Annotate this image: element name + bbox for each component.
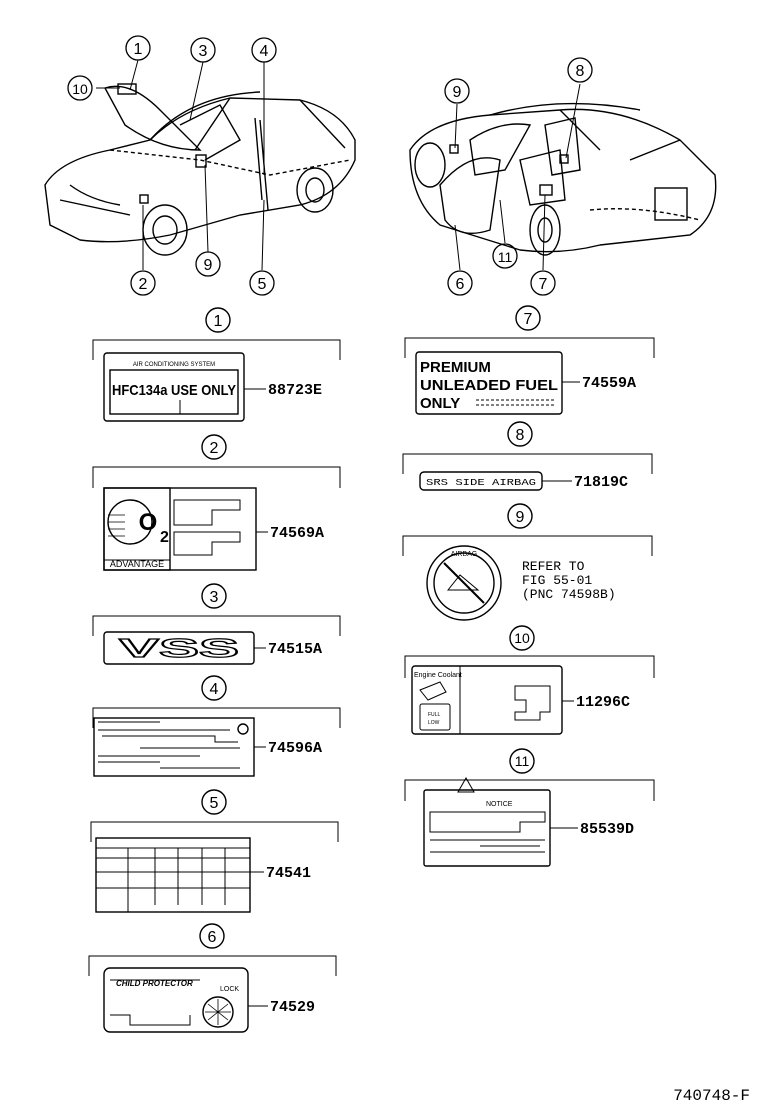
- srs-side-airbag-text: SRS SIDE AIRBAG: [426, 478, 536, 488]
- callout-10-top: [67, 75, 93, 101]
- part-number-74569a: 74569A: [270, 525, 324, 542]
- child-protector-text: CHILD PROTECTOR: [116, 979, 193, 988]
- part-number-85539d: 85539D: [580, 821, 634, 838]
- callout-1-top: [125, 35, 151, 61]
- callout-2-top: [130, 270, 156, 296]
- label-group-8: [402, 421, 653, 491]
- vss-text: VSS: [119, 633, 239, 663]
- hfc134a-text: HFC134a USE ONLY: [112, 382, 236, 399]
- part-number-74515a: 74515A: [268, 641, 322, 658]
- callout-6: 6: [208, 929, 217, 946]
- engine-coolant-text: Engine Coolant: [414, 672, 462, 679]
- callout-3: 3: [210, 589, 219, 606]
- front-car-illustration: [44, 83, 356, 256]
- part-number-74541: 74541: [266, 865, 311, 882]
- callout-9-top: [195, 251, 221, 277]
- callout-9-rear-text: 9: [453, 84, 462, 101]
- label-group-10: [404, 625, 655, 735]
- premium-line-1: PREMIUM: [420, 359, 491, 376]
- callout-11-rear: [492, 243, 518, 269]
- part-number-74596a: 74596A: [268, 740, 322, 757]
- label-group-9: [402, 503, 653, 621]
- o2-text: O: [139, 509, 158, 536]
- callout-8-rear-text: 8: [576, 63, 585, 80]
- callout-2-top-text: 2: [139, 276, 148, 293]
- rear-car-illustration: [409, 102, 717, 256]
- part-number-71819c: 71819C: [574, 474, 628, 491]
- rear-callout-leaders: [454, 83, 581, 271]
- label-group-2: [92, 434, 341, 571]
- label-group-11: [404, 748, 655, 867]
- advantage-text: ADVANTAGE: [110, 559, 164, 569]
- callout-1: 1: [214, 313, 223, 330]
- part-number-74529: 74529: [270, 999, 315, 1016]
- label-group-4: [92, 675, 341, 777]
- part-number-11296c: 11296C: [576, 694, 630, 711]
- coolant-low-text: LOW: [428, 720, 440, 726]
- callout-5: 5: [210, 795, 219, 812]
- callout-8-rear: [567, 57, 593, 83]
- label-group-5: [90, 789, 339, 913]
- label-group-1: [92, 307, 341, 422]
- refer-to-line-1: REFER TO: [522, 559, 585, 574]
- coolant-full-text: FULL: [428, 712, 440, 718]
- callout-6-rear-text: 6: [456, 276, 465, 293]
- front-callout-leaders: [96, 59, 265, 271]
- callout-4-top: [251, 37, 277, 63]
- callout-6-rear: [447, 270, 473, 296]
- label-group-3: [92, 583, 341, 665]
- callout-7-rear: [530, 270, 556, 296]
- callout-3-top-text: 3: [199, 43, 208, 60]
- callout-9-rear: [444, 78, 470, 104]
- premium-line-2: UNLEADED FUEL: [420, 377, 558, 394]
- premium-line-3: ONLY: [420, 395, 460, 412]
- car-callouts: [67, 35, 593, 296]
- label-group-6: [88, 923, 337, 1033]
- callout-11: 11: [515, 753, 530, 769]
- callout-4-top-text: 4: [260, 43, 269, 60]
- diagram-code: 740748-F: [673, 1087, 750, 1105]
- callout-11-rear-text: 11: [498, 249, 513, 265]
- callout-9: 9: [516, 509, 525, 526]
- callout-2: 2: [210, 440, 219, 457]
- callout-1-top-text: 1: [134, 41, 143, 58]
- callout-10-top-text: 10: [72, 81, 88, 97]
- callout-8: 8: [516, 427, 525, 444]
- notice-text: NOTICE: [486, 801, 513, 808]
- callout-7: 7: [524, 311, 533, 328]
- refer-to-line-2: FIG 55-01: [522, 573, 592, 588]
- callout-5-top-text: 5: [258, 276, 267, 293]
- refer-to-line-3: (PNC 74598B): [522, 587, 616, 602]
- part-number-74559a: 74559A: [582, 375, 636, 392]
- label-group-7: [404, 305, 655, 415]
- callout-5-top: [249, 270, 275, 296]
- callout-3-top: [190, 37, 216, 63]
- callout-7-rear-text: 7: [539, 276, 548, 293]
- callout-9-top-text: 9: [204, 257, 213, 274]
- airbag-ring-text: AIRBAG: [451, 551, 477, 558]
- ac-system-text: AIR CONDITIONING SYSTEM: [133, 362, 215, 368]
- callout-10: 10: [514, 630, 530, 646]
- part-number-88723e: 88723E: [268, 382, 322, 399]
- lock-text: LOCK: [220, 986, 239, 993]
- o2-subscript: 2: [160, 529, 169, 546]
- callout-4: 4: [210, 681, 219, 698]
